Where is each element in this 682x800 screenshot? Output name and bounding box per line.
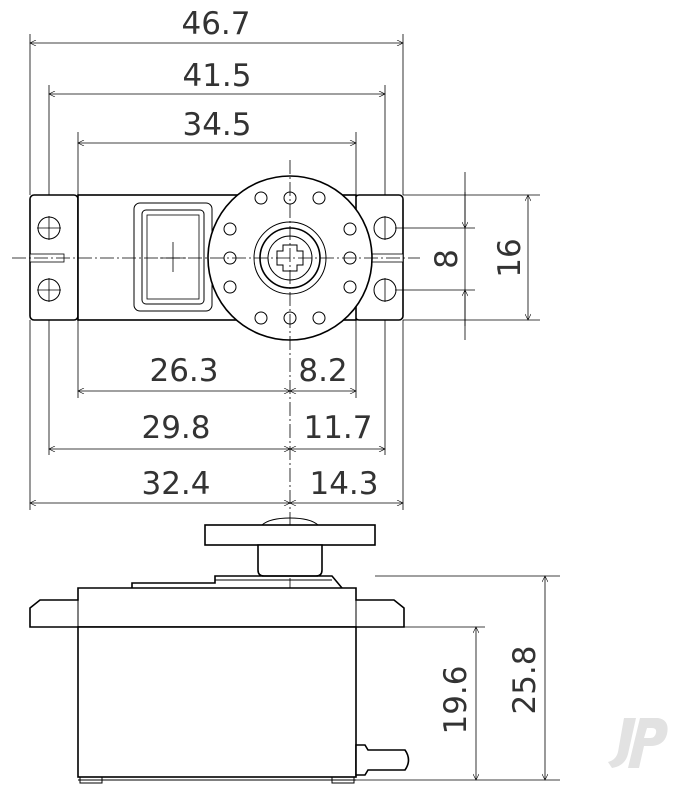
dim-19-6: 19.6: [438, 665, 474, 734]
dim-16: 16: [492, 238, 528, 277]
side-output-hub: [257, 544, 323, 577]
dim-26-3: 26.3: [149, 353, 218, 389]
dim-11-7: 11.7: [303, 410, 372, 446]
top-view: 46.7 41.5 34.5 26.3 8.2 29.8 11.7 32.4 1…: [12, 6, 540, 760]
dim-32-4: 32.4: [141, 466, 210, 502]
cable-exit: [355, 744, 410, 776]
dim-29-8: 29.8: [141, 410, 210, 446]
dim-8-2: 8.2: [298, 353, 347, 389]
output-screw-cross: [276, 244, 304, 272]
dim-41-5: 41.5: [182, 58, 251, 94]
horn-holes: [223, 191, 357, 325]
side-mount-flange: [29, 587, 405, 628]
side-horn-plate: [204, 524, 376, 546]
side-view: 19.6 25.8: [29, 517, 560, 784]
dim-34-5: 34.5: [182, 107, 251, 143]
dim-8: 8: [429, 249, 465, 269]
dim-14-3: 14.3: [309, 466, 378, 502]
dim-46-7: 46.7: [181, 6, 250, 42]
label-recess-core: [146, 214, 200, 300]
dim-25-8: 25.8: [507, 645, 543, 714]
side-lower-case: [77, 626, 357, 778]
jp-watermark-logo: [604, 712, 670, 774]
label-recess-inner: [141, 209, 205, 305]
